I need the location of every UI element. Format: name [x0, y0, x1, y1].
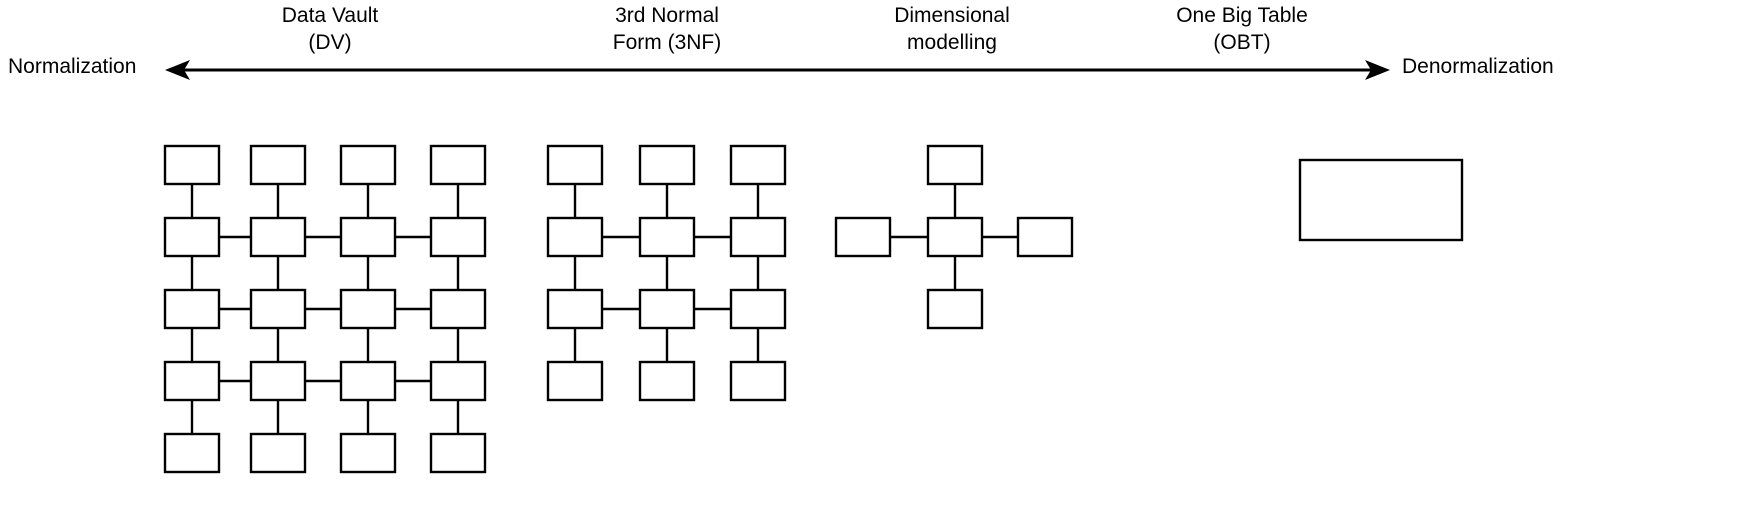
- stage-label-data-vault-line2: (DV): [308, 31, 352, 54]
- stage-label-dimensional-modelling-line2: modelling: [907, 31, 997, 54]
- table-box[interactable]: [249, 360, 307, 402]
- table-box[interactable]: [638, 360, 696, 402]
- fact-table-box-center[interactable]: [926, 216, 984, 258]
- table-box[interactable]: [729, 144, 787, 186]
- stage-label-third-normal-form-line1: 3rd Normal: [615, 4, 719, 27]
- stage-graphic-dimensional-modelling: [834, 144, 1074, 330]
- arrowhead-right-icon: [1365, 60, 1390, 80]
- table-box[interactable]: [429, 144, 487, 186]
- stage-label-dimensional-modelling-line1: Dimensional: [894, 4, 1010, 27]
- stage-graphic-one-big-table: [1298, 158, 1464, 242]
- dimension-table-box-left[interactable]: [834, 216, 892, 258]
- table-box[interactable]: [339, 288, 397, 330]
- stage-graphic-data-vault: [163, 144, 487, 474]
- dimension-table-box-bottom[interactable]: [926, 288, 984, 330]
- table-box[interactable]: [729, 360, 787, 402]
- table-box[interactable]: [249, 216, 307, 258]
- axis-label-denormalization: Denormalization: [1402, 55, 1554, 78]
- table-box[interactable]: [163, 432, 221, 474]
- table-box[interactable]: [339, 360, 397, 402]
- table-box[interactable]: [429, 360, 487, 402]
- table-box[interactable]: [546, 144, 604, 186]
- table-box[interactable]: [429, 432, 487, 474]
- stage-label-data-vault: Data Vault (DV): [190, 2, 470, 56]
- table-box[interactable]: [429, 288, 487, 330]
- one-big-table-box[interactable]: [1298, 158, 1464, 242]
- table-box[interactable]: [163, 288, 221, 330]
- table-box[interactable]: [249, 432, 307, 474]
- table-box[interactable]: [163, 216, 221, 258]
- stage-label-third-normal-form-line2: Form (3NF): [612, 31, 722, 54]
- table-box[interactable]: [638, 144, 696, 186]
- stage-label-third-normal-form: 3rd Normal Form (3NF): [527, 2, 807, 56]
- axis-label-normalization: Normalization: [8, 55, 137, 78]
- dimension-table-box-top[interactable]: [926, 144, 984, 186]
- stage-label-data-vault-line1: Data Vault: [281, 4, 379, 27]
- table-box[interactable]: [638, 216, 696, 258]
- dimension-table-box-right[interactable]: [1016, 216, 1074, 258]
- table-box[interactable]: [546, 288, 604, 330]
- table-box[interactable]: [546, 360, 604, 402]
- normalization-axis-arrow: [165, 60, 1390, 80]
- table-box[interactable]: [546, 216, 604, 258]
- table-box[interactable]: [339, 432, 397, 474]
- arrowhead-left-icon: [165, 60, 190, 80]
- stage-label-dimensional-modelling: Dimensional modelling: [812, 2, 1092, 56]
- table-box[interactable]: [638, 288, 696, 330]
- stage-label-one-big-table-line2: (OBT): [1213, 31, 1271, 54]
- stage-graphic-third-normal-form: [546, 144, 787, 402]
- table-box[interactable]: [249, 288, 307, 330]
- table-box[interactable]: [249, 144, 307, 186]
- table-box[interactable]: [339, 144, 397, 186]
- table-box[interactable]: [729, 288, 787, 330]
- table-box[interactable]: [729, 216, 787, 258]
- table-box[interactable]: [163, 144, 221, 186]
- stage-label-one-big-table-line1: One Big Table: [1176, 4, 1308, 27]
- stage-label-one-big-table: One Big Table (OBT): [1102, 2, 1382, 56]
- table-box[interactable]: [163, 360, 221, 402]
- table-box[interactable]: [429, 216, 487, 258]
- table-box[interactable]: [339, 216, 397, 258]
